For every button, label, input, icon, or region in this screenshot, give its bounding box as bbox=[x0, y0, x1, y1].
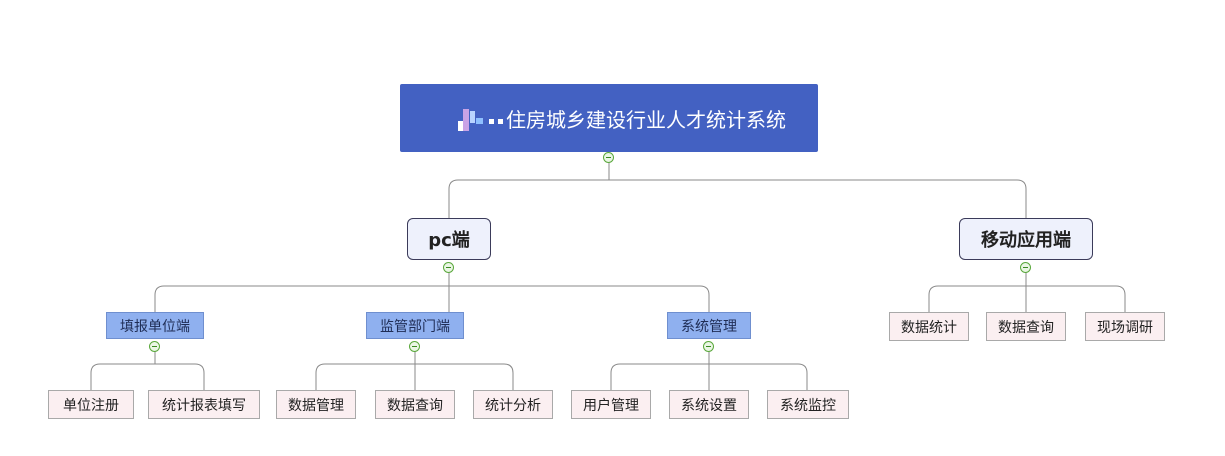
collapse-toggle-icon[interactable] bbox=[409, 341, 420, 352]
connector-pc-to-groups bbox=[154, 268, 710, 312]
mobile-label: 移动应用端 bbox=[981, 230, 1071, 251]
collapse-toggle-icon[interactable] bbox=[149, 341, 160, 352]
leaf-data-management[interactable]: 数据管理 bbox=[276, 390, 356, 419]
leaf-user-management[interactable]: 用户管理 bbox=[571, 390, 651, 419]
system-logo bbox=[432, 105, 503, 131]
connector-group3-to-leaves bbox=[610, 350, 808, 390]
group-label: 填报单位端 bbox=[120, 318, 190, 335]
leaf-system-settings[interactable]: 系统设置 bbox=[669, 390, 749, 419]
leaf-label: 单位注册 bbox=[63, 397, 119, 414]
pc-node[interactable]: pc端 bbox=[407, 218, 491, 260]
group-supervision[interactable]: 监管部门端 bbox=[366, 312, 464, 339]
leaf-label: 统计分析 bbox=[485, 397, 541, 414]
mobile-node[interactable]: 移动应用端 bbox=[959, 218, 1093, 260]
pc-label: pc端 bbox=[428, 230, 470, 251]
connector-group2-to-leaves bbox=[315, 350, 514, 390]
leaf-mobile-field-research[interactable]: 现场调研 bbox=[1085, 312, 1165, 341]
leaf-label: 数据查询 bbox=[387, 397, 443, 414]
root-node[interactable]: 住房城乡建设行业人才统计系统 bbox=[400, 84, 818, 152]
leaf-label: 数据统计 bbox=[901, 319, 957, 336]
collapse-toggle-icon[interactable] bbox=[443, 262, 454, 273]
group-system-admin[interactable]: 系统管理 bbox=[667, 312, 751, 339]
leaf-unit-register[interactable]: 单位注册 bbox=[48, 390, 134, 419]
leaf-mobile-data-query[interactable]: 数据查询 bbox=[986, 312, 1066, 341]
collapse-toggle-icon[interactable] bbox=[603, 152, 614, 163]
leaf-label: 系统监控 bbox=[780, 397, 836, 414]
collapse-toggle-icon[interactable] bbox=[1020, 262, 1031, 273]
connector-root-to-level1 bbox=[448, 158, 1027, 218]
group-label: 监管部门端 bbox=[380, 318, 450, 335]
leaf-label: 统计报表填写 bbox=[162, 397, 246, 414]
root-title: 住房城乡建设行业人才统计系统 bbox=[506, 107, 786, 132]
leaf-label: 数据查询 bbox=[998, 319, 1054, 336]
collapse-toggle-icon[interactable] bbox=[703, 341, 714, 352]
connector-group1-to-leaves bbox=[90, 350, 205, 390]
leaf-report-fill[interactable]: 统计报表填写 bbox=[148, 390, 260, 419]
leaf-statistical-analysis[interactable]: 统计分析 bbox=[473, 390, 553, 419]
group-filing-unit[interactable]: 填报单位端 bbox=[106, 312, 204, 339]
connector-mobile-to-leaves bbox=[928, 271, 1126, 312]
leaf-label: 现场调研 bbox=[1097, 319, 1153, 336]
group-label: 系统管理 bbox=[681, 318, 737, 335]
leaf-system-monitoring[interactable]: 系统监控 bbox=[767, 390, 849, 419]
leaf-label: 用户管理 bbox=[583, 397, 639, 414]
leaf-mobile-data-statistics[interactable]: 数据统计 bbox=[889, 312, 969, 341]
leaf-data-query[interactable]: 数据查询 bbox=[375, 390, 455, 419]
leaf-label: 系统设置 bbox=[681, 397, 737, 414]
leaf-label: 数据管理 bbox=[288, 397, 344, 414]
